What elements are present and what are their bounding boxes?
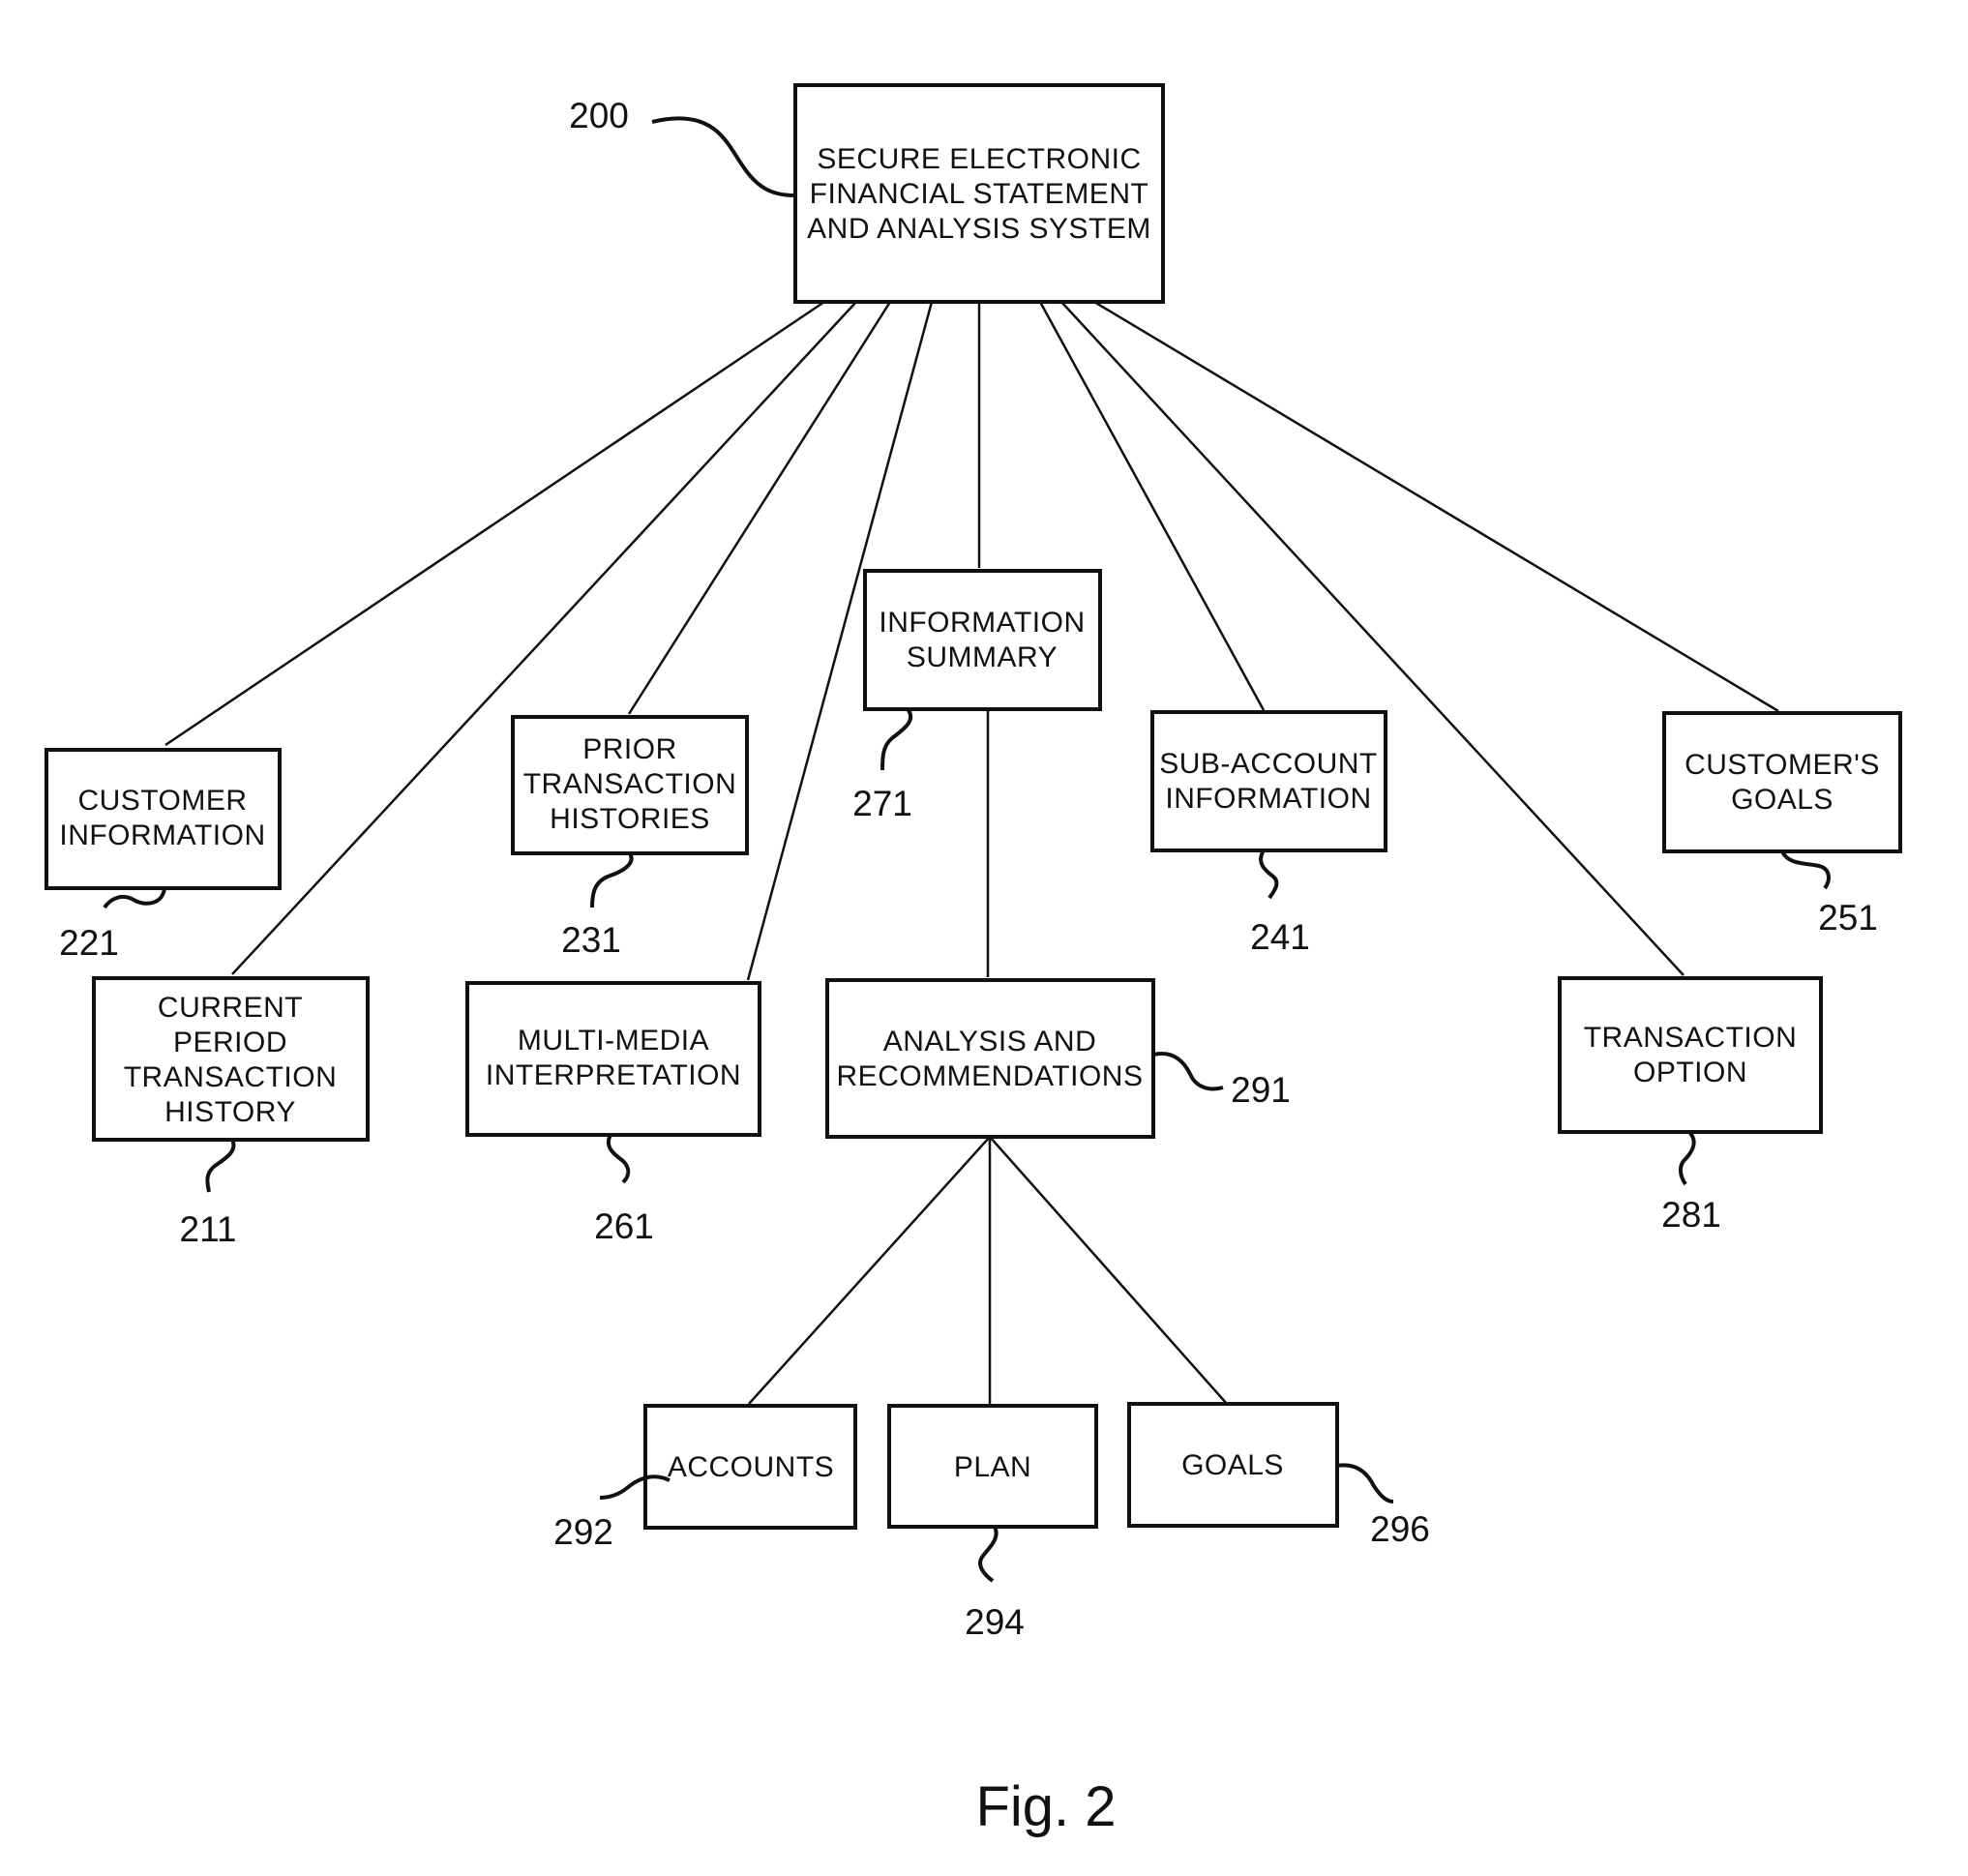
sub-account-information-box: SUB-ACCOUNT INFORMATION [1152,712,1386,850]
leader-251 [1782,851,1829,888]
plan-box: PLAN [889,1406,1096,1527]
leader-291 [1153,1054,1223,1088]
information-summary-box: INFORMATION SUMMARY [865,571,1100,709]
edge-root-prior-transaction-histories [629,302,890,714]
edge-analysis-goals [990,1137,1227,1404]
goals-line-1: GOALS [1181,1449,1284,1481]
leader-261 [609,1135,628,1182]
ref-241: 241 [1250,917,1310,957]
current-period-transaction-history-box: CURRENT PERIOD TRANSACTION HISTORY [94,978,368,1140]
ref-291: 291 [1231,1070,1291,1110]
leader-221 [104,888,164,908]
prior-histories-line-1: PRIOR [582,733,677,765]
leader-231 [592,853,632,908]
reference-leaders [104,118,1829,1581]
root-line-1: SECURE ELECTRONIC [817,143,1141,175]
ref-271: 271 [852,784,912,823]
goals-box: GOALS [1129,1404,1337,1526]
ref-296: 296 [1370,1509,1430,1549]
plan-line-1: PLAN [954,1451,1031,1483]
accounts-box: ACCOUNTS [645,1406,855,1528]
multi-media-interpretation-box: MULTI-MEDIA INTERPRETATION [467,983,760,1135]
root-system-box: SECURE ELECTRONIC FINANCIAL STATEMENT AN… [795,85,1163,302]
analysis-and-recommendations-box: ANALYSIS AND RECOMMENDATIONS [827,980,1153,1137]
customer-information-line-1: CUSTOMER [77,785,247,817]
sub-account-line-1: SUB-ACCOUNT [1159,748,1378,780]
customers-goals-line-2: GOALS [1731,784,1834,816]
root-line-2: FINANCIAL STATEMENT [810,178,1149,210]
customers-goals-line-1: CUSTOMER'S [1685,749,1880,781]
leader-271 [882,709,910,770]
leader-294 [980,1527,997,1581]
transaction-option-line-2: OPTION [1633,1057,1747,1088]
connectors [165,302,1778,1404]
ref-251: 251 [1818,898,1878,938]
ref-221: 221 [59,923,119,963]
leader-281 [1681,1132,1694,1184]
customer-information-line-2: INFORMATION [59,819,265,851]
ref-294: 294 [965,1602,1025,1642]
edge-root-customer-information [165,302,824,745]
leader-200 [652,118,795,195]
current-period-line-4: HISTORY [164,1096,296,1128]
leader-296 [1337,1465,1393,1502]
accounts-line-1: ACCOUNTS [668,1451,834,1483]
prior-histories-line-2: TRANSACTION [523,768,737,800]
transaction-option-box: TRANSACTION OPTION [1560,978,1821,1132]
analysis-line-1: ANALYSIS AND [883,1026,1097,1057]
customer-information-box: CUSTOMER INFORMATION [46,750,280,888]
transaction-option-line-1: TRANSACTION [1584,1022,1798,1054]
edge-root-transaction-option [1061,302,1684,975]
leader-211 [207,1140,233,1192]
analysis-line-2: RECOMMENDATIONS [837,1060,1144,1092]
info-summary-line-2: SUMMARY [907,641,1058,673]
current-period-line-3: TRANSACTION [124,1061,338,1093]
current-period-line-2: PERIOD [173,1027,287,1058]
ref-200: 200 [569,96,629,135]
ref-211: 211 [180,1209,237,1249]
root-line-3: AND ANALYSIS SYSTEM [807,213,1151,245]
edge-root-customers-goals [1094,302,1778,711]
ref-292: 292 [553,1512,613,1552]
leader-241 [1261,850,1276,898]
edge-analysis-accounts [749,1137,990,1404]
prior-transaction-histories-box: PRIOR TRANSACTION HISTORIES [513,717,747,853]
sub-account-line-2: INFORMATION [1165,783,1371,815]
ref-231: 231 [561,920,621,960]
multimedia-line-1: MULTI-MEDIA [518,1025,709,1057]
customers-goals-box: CUSTOMER'S GOALS [1664,713,1900,851]
figure-caption: Fig. 2 [975,1775,1116,1838]
ref-261: 261 [594,1206,654,1246]
prior-histories-line-3: HISTORIES [550,803,710,835]
info-summary-line-1: INFORMATION [879,607,1085,639]
multimedia-line-2: INTERPRETATION [486,1059,741,1091]
ref-281: 281 [1661,1195,1721,1235]
current-period-line-1: CURRENT [158,992,303,1024]
